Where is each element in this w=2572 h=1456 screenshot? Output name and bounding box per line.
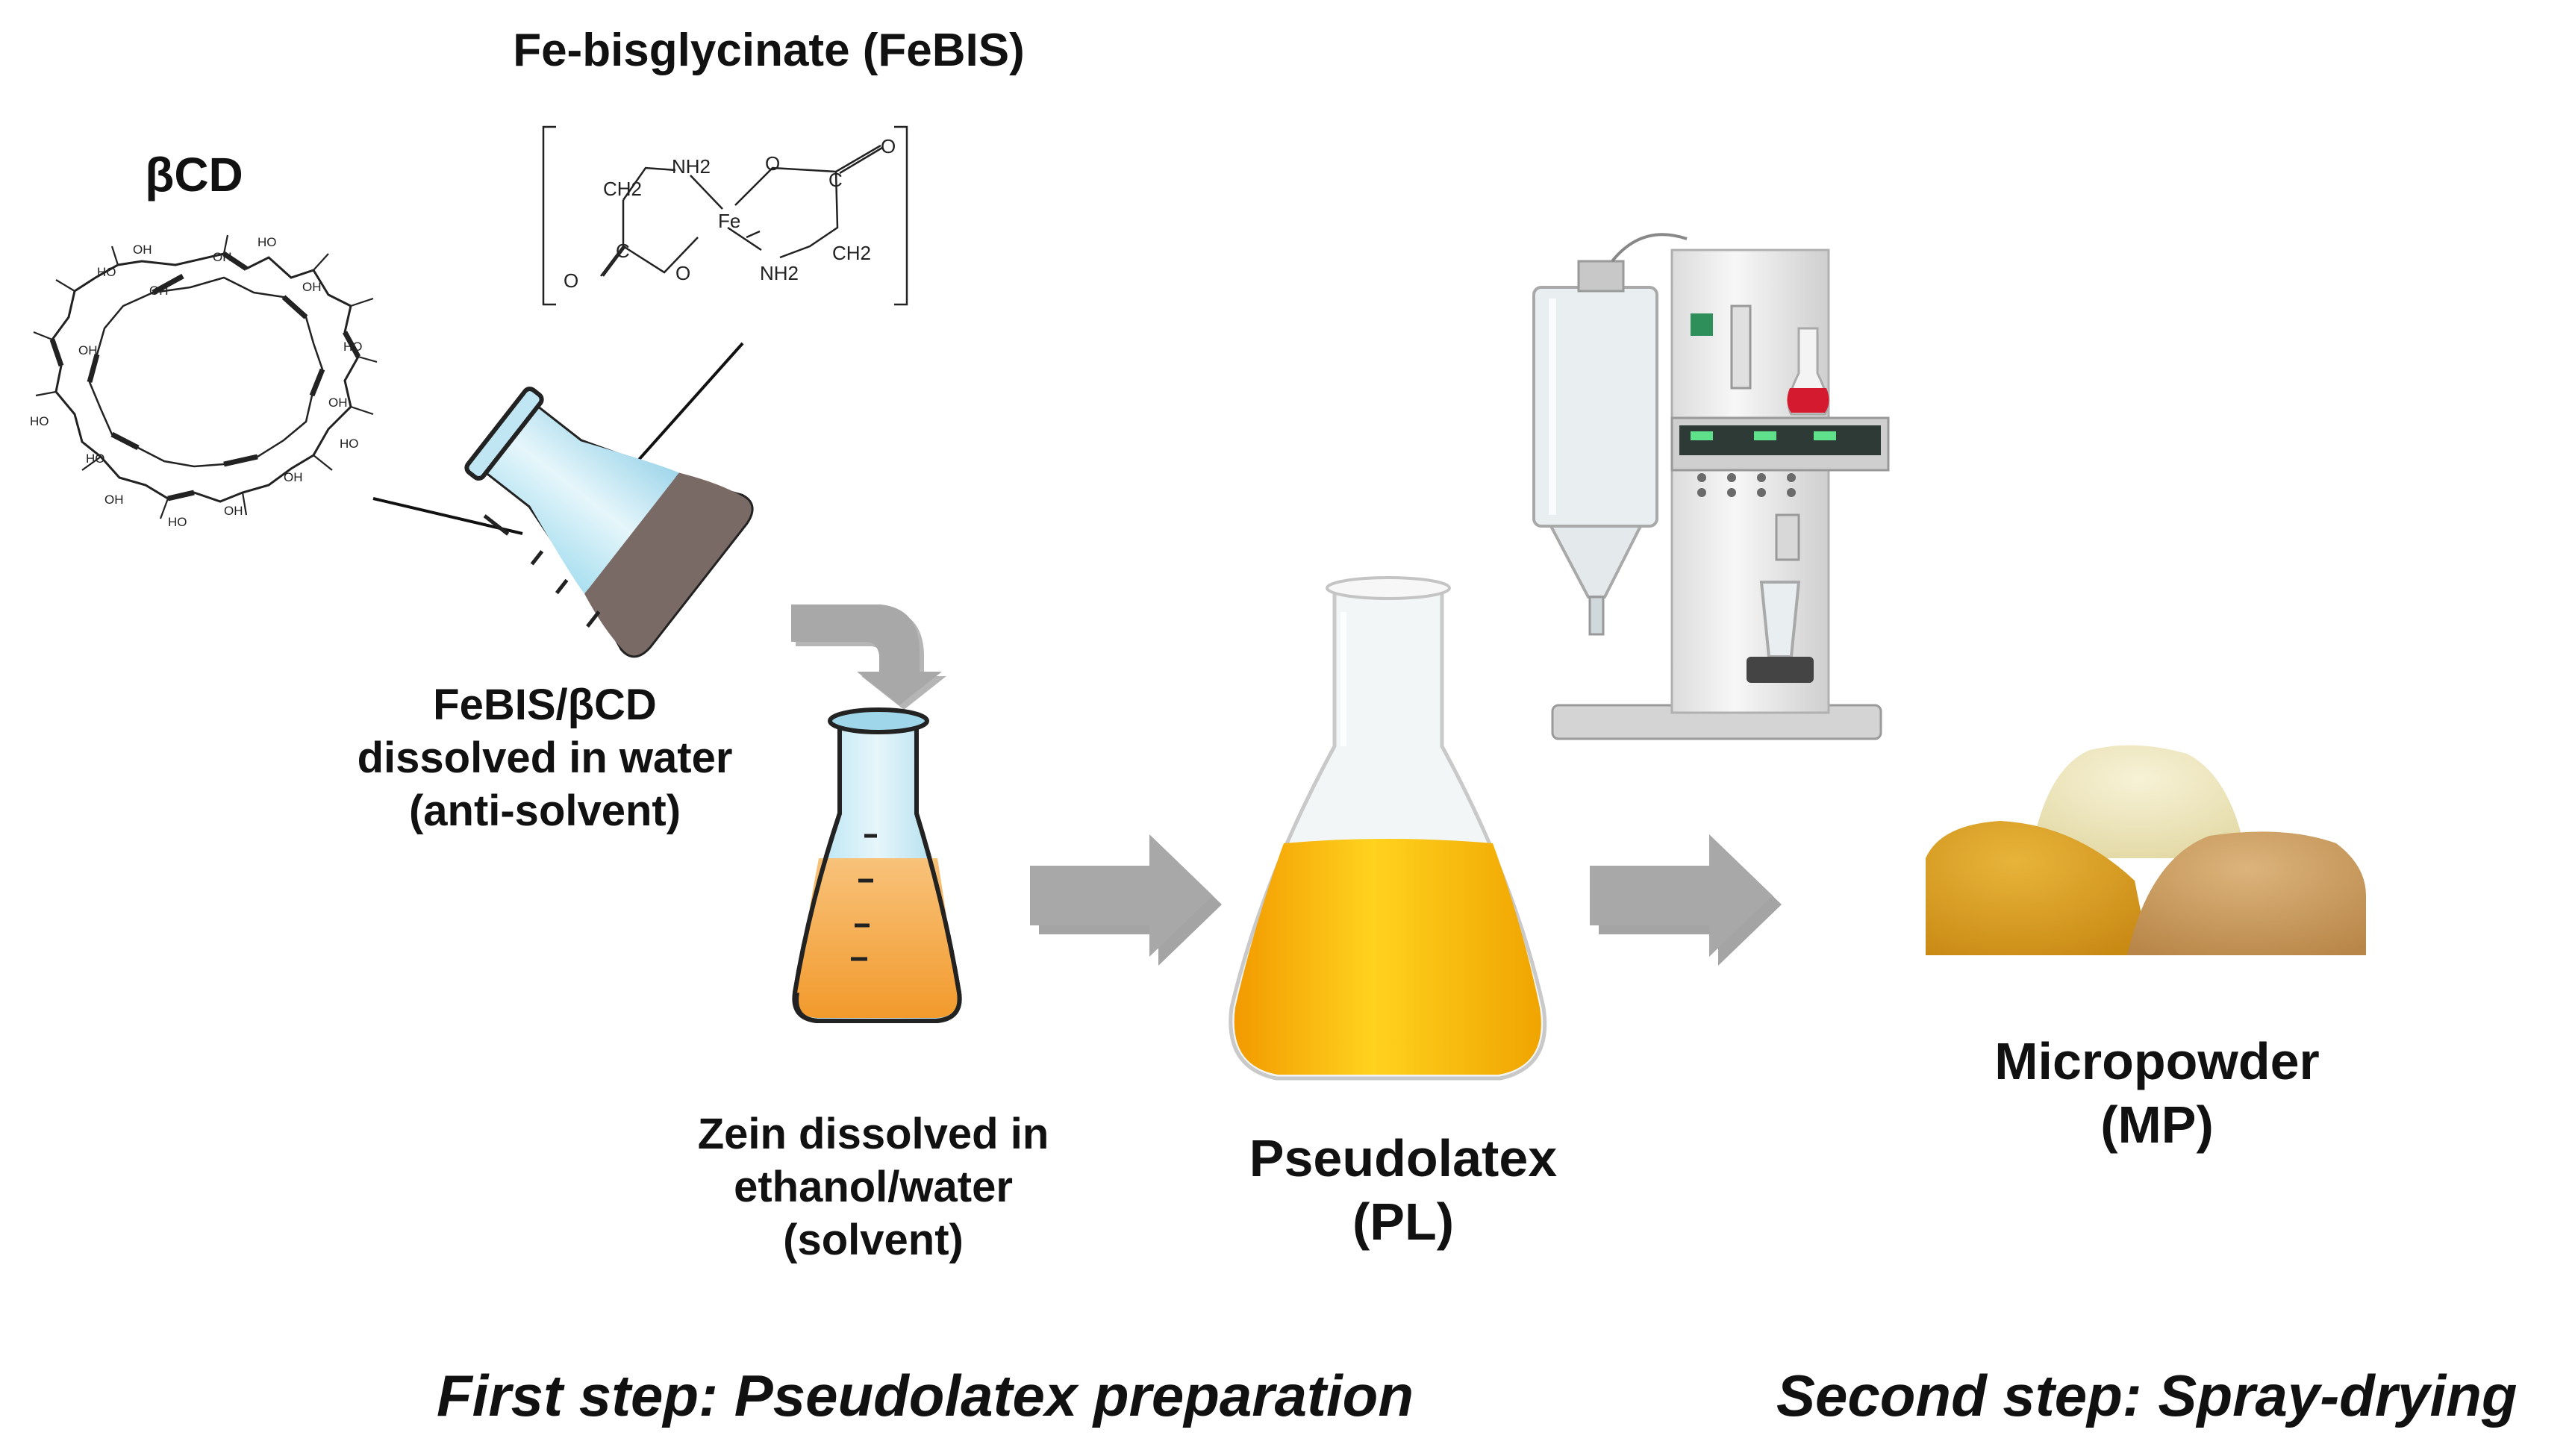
chem-atom: O xyxy=(675,262,690,284)
cd-group: OH xyxy=(302,280,322,294)
beta-cyclodextrin-structure xyxy=(33,234,378,519)
micropowder-label: Micropowder (MP) xyxy=(1994,1032,2320,1155)
cd-group: OH xyxy=(133,243,152,257)
febis-connector-line xyxy=(618,342,744,483)
cd-group: HO xyxy=(343,340,363,354)
zein-flask xyxy=(792,707,962,1023)
arrow-to-spray-drying xyxy=(1590,834,1782,966)
chem-atom: Fe xyxy=(718,210,740,232)
chem-atom: NH2 xyxy=(760,262,799,284)
cd-group: OH xyxy=(149,284,169,298)
chem-atom: CH2 xyxy=(603,178,642,200)
arrow-to-pseudolatex xyxy=(1030,834,1222,966)
cd-group: HO xyxy=(168,515,187,529)
spray-dryer xyxy=(1532,233,1890,740)
pseudolatex-label: Pseudolatex (PL) xyxy=(1249,1129,1558,1252)
fe-bisglycinate-atoms: NH2 CH2 Fe O C O CH2 NH2 C O O xyxy=(564,135,896,292)
cd-group: HO xyxy=(86,452,105,466)
cd-group: HO xyxy=(30,414,49,428)
fe-bisglycinate-structure xyxy=(542,125,908,306)
chem-atom: O xyxy=(564,269,578,292)
zein-label: Zein dissolved in ethanol/water (solvent… xyxy=(697,1110,1049,1264)
chem-atom: O xyxy=(881,135,896,157)
chem-atom: C xyxy=(616,240,630,262)
pour-arrow xyxy=(791,604,942,705)
cd-hydroxyl-labels: OH HO OH HO OH OH HO OH HO OH OH HO OH H… xyxy=(30,235,363,529)
cd-group: OH xyxy=(284,470,303,484)
cd-group: OH xyxy=(213,250,232,264)
chem-atom: C xyxy=(828,169,843,191)
bcd-label: βCD xyxy=(145,148,243,201)
cd-group: HO xyxy=(257,235,277,249)
chem-atom: CH2 xyxy=(832,242,871,264)
chem-atom: NH2 xyxy=(672,155,711,178)
micropowder-piles xyxy=(1926,745,2366,955)
second-step-caption: Second step: Spray-drying xyxy=(1776,1363,2518,1428)
cd-group: OH xyxy=(78,343,98,357)
cd-group: OH xyxy=(104,493,124,507)
chem-atom: O xyxy=(765,152,780,175)
febis-label: Fe-bisglycinate (FeBIS) xyxy=(513,25,1025,76)
pseudolatex-flask xyxy=(1229,576,1547,1081)
pouring-flask xyxy=(464,387,754,658)
febis-bcd-label: FeBIS/βCD dissolved in water (anti-solve… xyxy=(357,681,733,835)
first-step-caption: First step: Pseudolatex preparation xyxy=(437,1363,1414,1428)
cd-group: HO xyxy=(340,437,359,451)
cd-group: HO xyxy=(97,265,116,279)
cd-group: OH xyxy=(328,396,348,410)
cd-group: OH xyxy=(224,504,243,518)
